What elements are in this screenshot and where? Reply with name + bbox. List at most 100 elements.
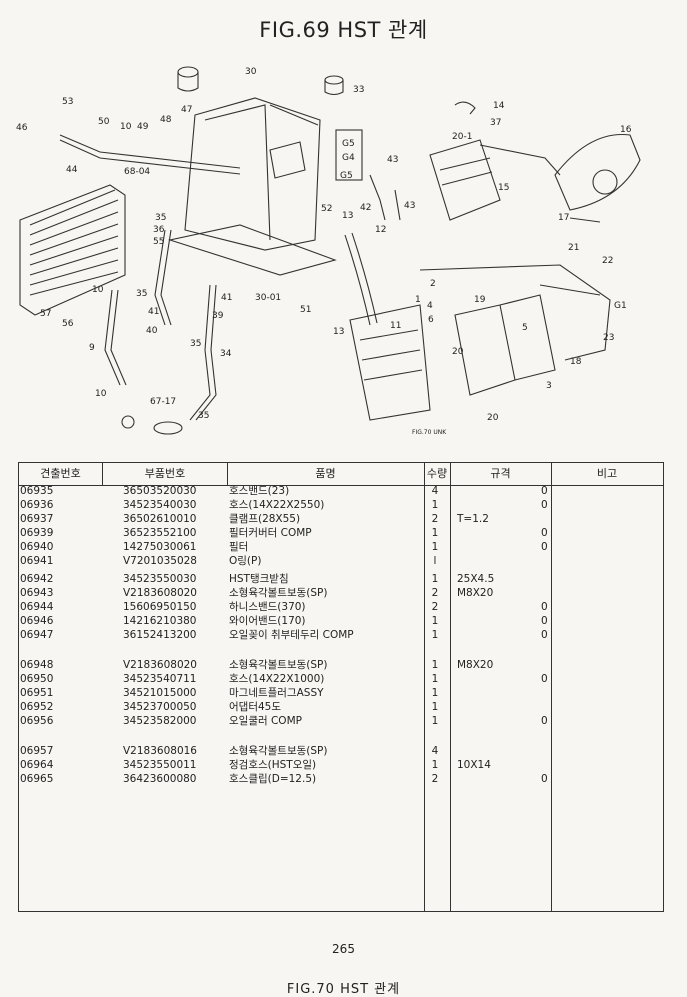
diagram-label: 17 [558, 213, 569, 223]
diagram-label: 36 [153, 225, 165, 235]
quantity-cell: 4 [431, 485, 439, 497]
diagram-label: 13 [342, 211, 353, 221]
diagram-label: 39 [212, 311, 224, 321]
diagram-label: 55 [153, 237, 164, 247]
part-name-cell: 클램프(28X55) [229, 513, 301, 525]
diagram-label: 14 [493, 101, 505, 111]
diagram-label: 52 [321, 204, 332, 214]
remark-mark-cell: 0 [541, 485, 548, 497]
quantity-cell: 1 [431, 659, 439, 671]
diagram-label: 1 [415, 295, 421, 305]
code-cell: 06951 [20, 687, 54, 699]
part-number-cell: 34523700050 [123, 701, 197, 713]
diagram-label: 15 [498, 183, 509, 193]
part-number-cell: 36503520030 [123, 485, 197, 497]
spec-cell: 25X4.5 [457, 573, 495, 585]
code-cell: 06957 [20, 745, 54, 757]
diagram-label: 35 [198, 411, 209, 421]
cover-drawing [554, 133, 641, 211]
quantity-cell: 1 [431, 629, 439, 641]
diagram-label: FIG.70 UNK [412, 429, 447, 436]
part-number-cell: 15606950150 [123, 601, 197, 613]
diagram-label: 4 [427, 301, 433, 311]
quantity-cell: 1 [431, 687, 439, 699]
part-name-cell: 호스클립(D=12.5) [229, 773, 317, 785]
remark-mark-cell: 0 [541, 615, 548, 627]
part-number-cell: V7201035028 [123, 555, 197, 567]
part-name-cell: 소형육각볼트보동(SP) [229, 659, 328, 671]
quantity-cell: 1 [431, 499, 439, 511]
oil-cooler-drawing [19, 184, 126, 316]
diagram-label: 3 [546, 381, 552, 391]
remark-mark-cell: 0 [541, 499, 548, 511]
diagram-label: 20 [452, 347, 464, 357]
diagram-label: 16 [620, 125, 632, 135]
part-name-cell: O링(P) [229, 555, 262, 567]
diagram-label: 48 [160, 115, 172, 125]
tank-base-drawing [167, 224, 337, 276]
page-number: 265 [332, 942, 355, 956]
diagram-label: 11 [390, 321, 401, 331]
diagram-label: 10 [95, 389, 107, 399]
part-name-cell: 소형육각볼트보동(SP) [229, 745, 328, 757]
diagram-label: 6 [428, 315, 434, 325]
filter-housing-drawing [454, 304, 516, 396]
code-cell: 06956 [20, 715, 54, 727]
header-name: 품명 [315, 467, 336, 480]
diagram-label: 41 [148, 307, 159, 317]
quantity-cell: 2 [431, 513, 439, 525]
remark-mark-cell: 0 [541, 673, 548, 685]
code-cell: 06948 [20, 659, 54, 671]
quantity-cell: 1 [431, 715, 439, 727]
code-cell: 06939 [20, 527, 54, 539]
part-number-cell: 36152413200 [123, 629, 197, 641]
part-name-cell: 호스(14X22X2550) [229, 499, 325, 511]
diagram-label: 43 [387, 155, 398, 165]
code-cell: 06944 [20, 601, 54, 613]
hst-tank-drawing [184, 97, 321, 251]
diagram-label: 35 [155, 213, 166, 223]
quantity-cell: 1 [431, 673, 439, 685]
spec-cell: T=1.2 [457, 513, 489, 525]
diagram-label: 44 [66, 165, 78, 175]
part-name-cell: HST탱크받침 [229, 573, 289, 585]
header-spec: 규격 [490, 467, 511, 480]
diagram-label: 57 [40, 309, 51, 319]
code-cell: 06942 [20, 573, 54, 585]
part-number-cell: 34523582000 [123, 715, 197, 727]
part-name-cell: 와이어밴드(170) [229, 615, 306, 627]
quantity-cell: 2 [431, 601, 439, 613]
quantity-cell: 1 [431, 615, 439, 627]
part-name-cell: 필터커버터 COMP [229, 527, 312, 539]
part-number-cell: V2183608020 [123, 587, 197, 599]
diagram-label: 50 [98, 117, 110, 127]
part-number-cell: 34523540711 [123, 673, 197, 685]
diagram-label: G5 [340, 171, 353, 181]
diagram-label: G4 [342, 153, 355, 163]
part-name-cell: 하니스밴드(370) [229, 601, 306, 613]
code-cell: 06936 [20, 499, 54, 511]
diagram-label: 37 [490, 118, 501, 128]
diagram-label: G1 [614, 301, 627, 311]
quantity-cell: 1 [431, 541, 439, 553]
part-number-cell: 14275030061 [123, 541, 197, 553]
code-cell: 06964 [20, 759, 54, 771]
quantity-cell: l [433, 555, 437, 567]
diagram-label: 22 [602, 256, 613, 266]
diagram-label: 46 [16, 123, 28, 133]
